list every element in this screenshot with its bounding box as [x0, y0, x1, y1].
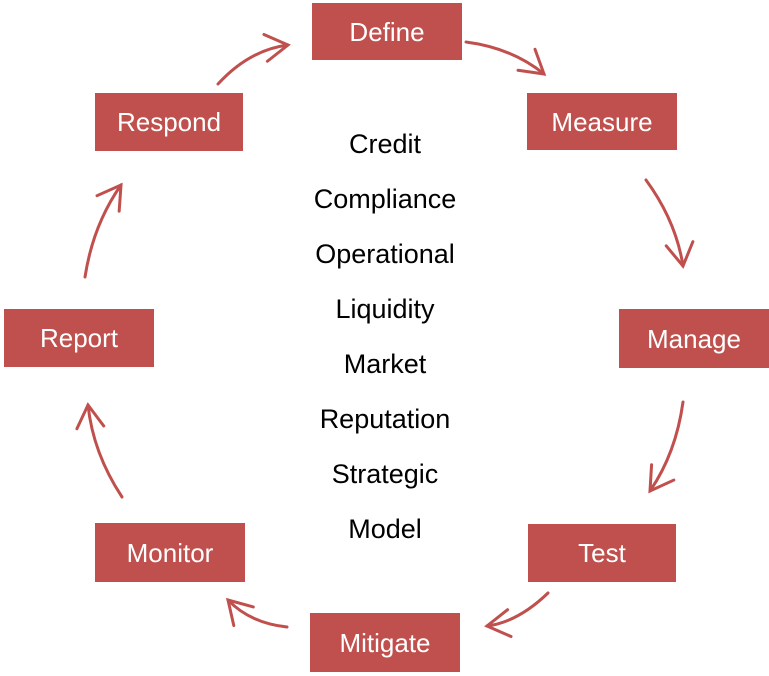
arrow-monitor-to-report — [75, 402, 124, 499]
arrow-respond-to-define — [216, 32, 291, 86]
cycle-step-define: Define — [312, 3, 462, 60]
cycle-step-test: Test — [528, 524, 676, 582]
risk-type-liquidity: Liquidity — [335, 294, 435, 324]
cycle-step-respond: Respond — [95, 93, 243, 151]
risk-type-model: Model — [348, 514, 422, 544]
risk-type-credit: Credit — [348, 129, 422, 159]
cycle-step-measure: Measure — [527, 93, 677, 150]
cycle-step-manage: Manage — [619, 309, 769, 368]
cycle-step-report: Report — [4, 309, 154, 367]
arrow-manage-to-test — [648, 400, 685, 494]
arrow-measure-to-manage — [644, 178, 695, 269]
arrow-test-to-mitigate — [484, 591, 550, 639]
risk-type-compliance: Compliance — [313, 184, 457, 214]
risk-type-list: Credit Compliance Operational Liquidity … — [235, 117, 535, 557]
cycle-step-monitor: Monitor — [95, 523, 245, 582]
arrow-report-to-respond — [83, 182, 123, 279]
cycle-step-mitigate: Mitigate — [310, 613, 460, 672]
risk-type-reputation: Reputation — [319, 404, 451, 434]
risk-type-operational: Operational — [315, 239, 455, 269]
arrow-mitigate-to-monitor — [225, 597, 289, 629]
risk-type-strategic: Strategic — [331, 459, 439, 489]
arrow-define-to-measure — [464, 40, 547, 76]
risk-type-market: Market — [343, 349, 427, 379]
